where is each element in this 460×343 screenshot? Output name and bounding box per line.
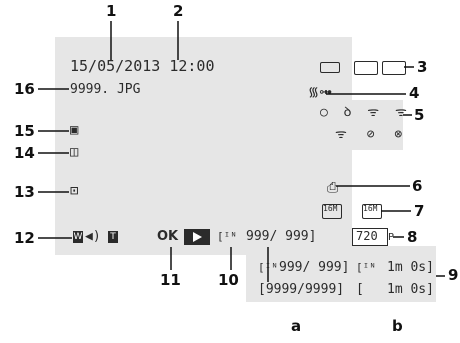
callout-14: 14 <box>14 144 35 162</box>
eye-fi-protect-icon: ᯾⊶ <box>308 85 333 100</box>
camera-screen <box>55 37 352 255</box>
image-size-label: 16M <box>323 204 338 213</box>
movie-options-p: P <box>388 232 395 243</box>
callout-3: 3 <box>417 58 428 76</box>
frame-a-text: 999/ 999] <box>279 260 350 275</box>
ok-label: OK <box>157 229 179 244</box>
callout-12: 12 <box>14 229 35 247</box>
frame-b-bracket: [ <box>356 282 364 297</box>
callout-10: 10 <box>218 271 239 289</box>
callout-13: 13 <box>14 183 35 201</box>
image-size-icon <box>322 204 342 219</box>
skin-softening-icon: ⊡ <box>70 183 79 199</box>
frame-b-memory-icon: [ᴵᴺ <box>356 261 376 274</box>
callout-1: 1 <box>106 2 117 20</box>
callout-7: 7 <box>414 202 425 220</box>
callout-16: 16 <box>14 80 35 98</box>
volume-speaker-icon: ◀) <box>85 229 101 244</box>
callout-5: 5 <box>414 106 425 124</box>
callout-6: 6 <box>412 177 423 195</box>
filename-text: 9999. JPG <box>70 82 141 97</box>
eye-fi-panel <box>315 100 403 150</box>
callout-11: 11 <box>160 271 181 289</box>
frame-counter-text: 999/ 999] <box>246 229 317 244</box>
internal-memory-icon: [ᴵᴺ <box>217 230 237 243</box>
datetime-text: 15/05/2013 12:00 <box>70 57 215 75</box>
movie-options-icon <box>352 228 388 246</box>
battery-charging-icon <box>382 61 406 75</box>
print-order-icon: ⎙ <box>327 180 339 196</box>
movie-options-label: 720 <box>356 229 378 243</box>
frame-b-simple-text: 1m 0s] <box>387 282 434 297</box>
d-lighting-icon: ▣ <box>70 122 79 138</box>
battery-low-icon <box>320 62 340 73</box>
callout-4: 4 <box>409 84 420 102</box>
callout-9: 9 <box>448 266 459 284</box>
frame-counter-panel <box>246 246 436 302</box>
frame-b-text: 1m 0s] <box>387 260 434 275</box>
callout-2: 2 <box>173 2 184 20</box>
eye-fi-status-icons-row1: ○ ꝺ ᯤ ᯤ <box>320 105 411 120</box>
battery-full-icon <box>354 61 378 75</box>
quick-retouch-icon: ◫ <box>70 144 79 160</box>
sub-label-b: b <box>392 317 403 335</box>
image-size-label-b: 16M <box>363 204 378 213</box>
sub-label-a: a <box>291 317 302 335</box>
callout-8: 8 <box>407 228 418 246</box>
eye-fi-status-icons-row2: ᯤ ⊘ ⊗ <box>335 127 409 142</box>
frame-a-simple-text: [9999/9999] <box>258 282 345 297</box>
volume-w-icon: W <box>73 231 83 243</box>
volume-t-icon: T <box>108 231 118 243</box>
callout-15: 15 <box>14 122 35 140</box>
